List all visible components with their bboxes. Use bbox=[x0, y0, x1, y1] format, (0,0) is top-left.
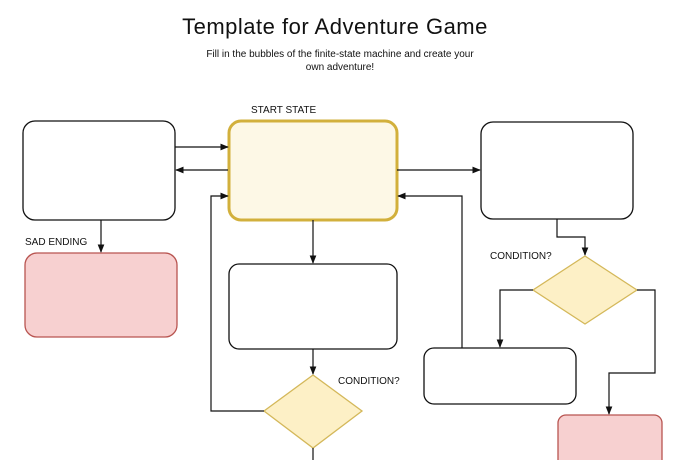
lower-right-state-box[interactable] bbox=[423, 347, 577, 405]
page-subtitle: Fill in the bubbles of the finite-state … bbox=[206, 49, 474, 73]
right-condition-diamond[interactable] bbox=[531, 255, 639, 325]
start-state-box[interactable] bbox=[227, 119, 399, 222]
arrow-right-condition-to-right-ending bbox=[605, 289, 656, 415]
arrow-right-condition-to-lower-right bbox=[496, 289, 533, 348]
arrow-lower-right-back-to-start bbox=[397, 192, 463, 348]
left-state-box[interactable] bbox=[22, 120, 176, 221]
center-condition-label: CONDITION? bbox=[338, 376, 400, 387]
right-ending-box[interactable] bbox=[557, 414, 663, 460]
page-title: Template for Adventure Game bbox=[182, 14, 488, 39]
middle-state-box[interactable] bbox=[228, 263, 398, 350]
arrow-right-to-right-condition bbox=[556, 219, 589, 256]
start-state-label: START STATE bbox=[251, 105, 317, 116]
sad-ending-label: SAD ENDING bbox=[25, 237, 88, 248]
right-state-box[interactable] bbox=[480, 121, 634, 220]
sad-ending-box[interactable] bbox=[24, 252, 178, 338]
arrow-center-condition-back-to-start bbox=[210, 192, 264, 412]
right-condition-label: CONDITION? bbox=[490, 251, 552, 262]
